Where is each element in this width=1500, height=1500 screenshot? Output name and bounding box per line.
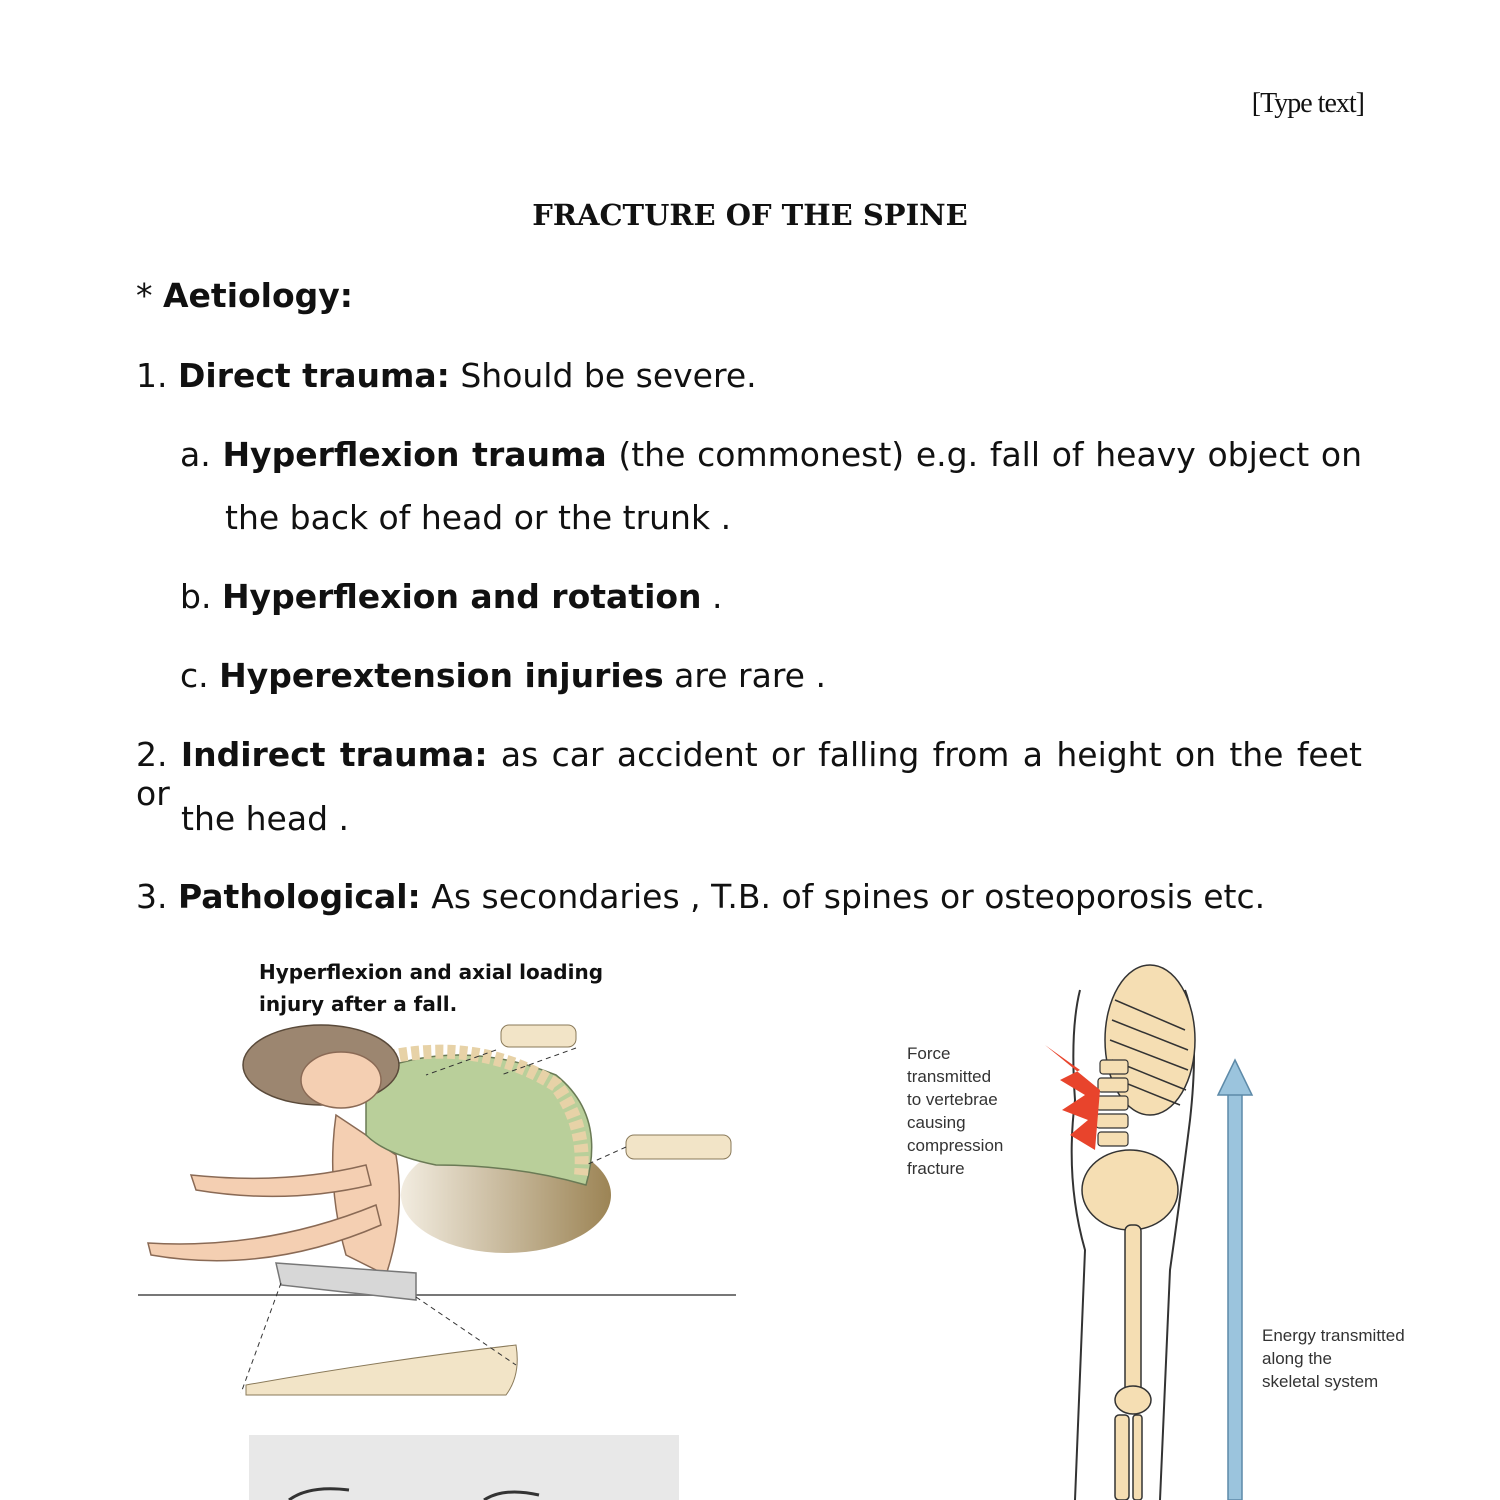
- subitem-hyperextension: c. Hyperextension injuries are rare .: [180, 656, 826, 695]
- list-item-direct-trauma: 1. Direct trauma: Should be severe.: [136, 356, 757, 395]
- figure-left-caption: Hyperflexion and axial loading injury af…: [259, 960, 604, 1016]
- aetiology-heading: * Aetiology:: [136, 276, 353, 315]
- subitem-hyperflexion-trauma: a. Hyperflexion trauma (the commonest) e…: [180, 435, 1363, 474]
- skull-illustration-partial: [249, 1435, 679, 1500]
- page-title: FRACTURE OF THE SPINE: [532, 198, 968, 232]
- header-placeholder: [Type text]: [1251, 88, 1365, 119]
- energy-label: Energy transmitted along the skeletal sy…: [1262, 1326, 1405, 1391]
- subitem-hyperflexion-rotation: b. Hyperflexion and rotation .: [180, 577, 723, 616]
- subitem-hyperflexion-trauma-cont: the back of head or the trunk .: [225, 498, 732, 537]
- list-item-pathological: 3. Pathological: As secondaries , T.B. o…: [136, 877, 1266, 916]
- hyperflexion-fall-illustration: [138, 1024, 736, 1396]
- skeleton-compression-illustration: [1045, 964, 1254, 1500]
- list-item-indirect-trauma-cont: the head .: [181, 799, 350, 838]
- list-item-indirect-trauma: 2. Indirect trauma: as car accident or f…: [136, 735, 1362, 813]
- force-label: Force transmitted to vertebrae causing c…: [907, 1044, 1004, 1178]
